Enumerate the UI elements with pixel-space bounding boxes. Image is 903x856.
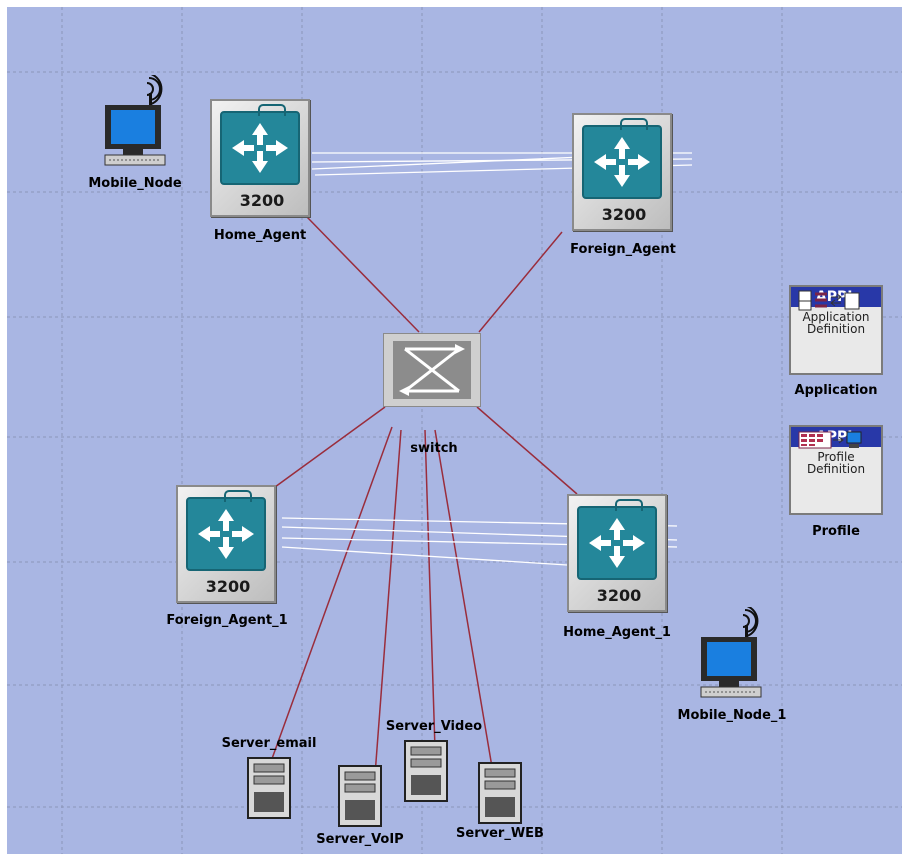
profile-icon	[798, 431, 862, 449]
server-icon	[247, 757, 291, 819]
mobile-node[interactable]	[99, 75, 169, 167]
switch-node[interactable]	[383, 333, 481, 407]
profile-label: Profile	[812, 524, 860, 539]
link-foreignagent-switch	[478, 231, 563, 333]
link-switch-web	[434, 429, 494, 774]
link-switch-foreignagent1	[274, 406, 386, 488]
server-icon	[478, 762, 522, 824]
home-agent-1-label: Home_Agent_1	[563, 625, 671, 640]
router-icon	[186, 490, 266, 571]
home-agent-1-router[interactable]: 3200	[567, 494, 667, 612]
link-switch-voip	[374, 429, 402, 776]
profile-text-2: Definition	[806, 462, 866, 476]
profile-definition-node[interactable]: APPL Profile Definition	[789, 425, 883, 515]
router-model: 3200	[601, 205, 647, 224]
workstation-icon	[104, 75, 166, 166]
link-homeagent-switch	[306, 216, 420, 333]
server-voip-node[interactable]	[337, 764, 383, 828]
foreign-agent-router[interactable]: 3200	[572, 113, 672, 231]
router-model: 3200	[205, 577, 251, 596]
switch-label: switch	[410, 441, 458, 456]
foreign-agent-1-label: Foreign_Agent_1	[166, 613, 288, 628]
router-icon	[582, 118, 662, 199]
link-switch-homeagent1	[476, 406, 578, 495]
router-model: 3200	[596, 586, 642, 605]
server-video-label: Server_Video	[385, 719, 483, 734]
network-canvas[interactable]: Mobile_Node 3200 Home_Agent 3200 Foreign	[7, 7, 902, 854]
mobile-node-label: Mobile_Node	[88, 176, 182, 191]
server-email-node[interactable]	[246, 756, 292, 820]
foreign-agent-label: Foreign_Agent	[570, 242, 676, 257]
server-icon	[338, 765, 382, 827]
profile-text-1: Profile	[817, 450, 855, 464]
foreign-agent-1-router[interactable]: 3200	[176, 485, 276, 603]
router-icon	[220, 104, 300, 185]
application-icon	[798, 290, 860, 311]
server-email-label: Server_email	[221, 736, 317, 751]
home-agent-label: Home_Agent	[213, 228, 307, 243]
mobile-node-1[interactable]	[695, 607, 765, 699]
grid	[7, 7, 902, 854]
appl-text-1: Application	[802, 310, 870, 324]
link-switch-email	[268, 426, 393, 768]
wireless-link-8	[281, 546, 568, 566]
application-definition-node[interactable]: APPL Application Definition	[789, 285, 883, 375]
server-voip-label: Server_VoIP	[316, 832, 404, 847]
server-icon	[404, 740, 448, 802]
home-agent-router[interactable]: 3200	[210, 99, 310, 217]
link-switch-video	[424, 429, 436, 750]
server-web-label: Server_WEB	[456, 826, 544, 841]
server-video-node[interactable]	[403, 739, 449, 803]
workstation-icon	[700, 607, 762, 698]
router-model: 3200	[239, 191, 285, 210]
application-label: Application	[794, 383, 878, 398]
switch-icon	[383, 333, 481, 407]
server-web-node[interactable]	[477, 761, 523, 825]
router-icon	[577, 499, 657, 580]
appl-text-2: Definition	[806, 322, 866, 336]
mobile-node-1-label: Mobile_Node_1	[677, 708, 787, 723]
